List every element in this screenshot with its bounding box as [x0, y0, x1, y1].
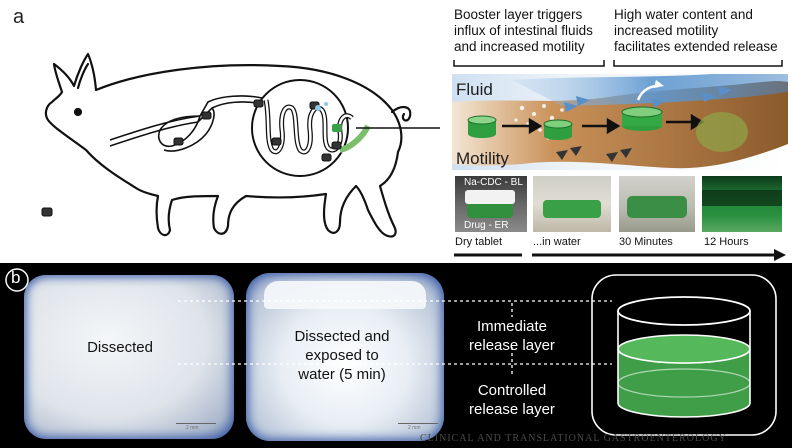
- label-na-cdc: Na-CDC - BL: [464, 177, 523, 188]
- photo-dry-tablet: [455, 176, 527, 232]
- caption-booster: Booster layer triggers influx of intesti…: [454, 7, 593, 54]
- layer-guide-lines: [178, 300, 612, 377]
- label-drug-er: Drug - ER: [464, 220, 509, 231]
- photo-exposed-tablet: [246, 273, 444, 441]
- fluid-motility-illustration: [452, 74, 788, 170]
- fluid-label: Fluid: [456, 80, 493, 99]
- caption-release: High water content and increased motilit…: [614, 7, 778, 54]
- label-dissected: Dissected: [87, 339, 153, 356]
- timeline-arrow: [454, 249, 786, 261]
- photo-12-hours: [702, 176, 782, 232]
- timeline-12-hours: 12 Hours: [704, 236, 749, 248]
- swelling-tablets: [467, 106, 748, 152]
- tract-tablets: [41, 99, 342, 217]
- panel-a: a: [13, 6, 788, 261]
- label-exposed: Dissected and exposed to water (5 min): [294, 328, 390, 383]
- journal-credit: CLINICAL AND TRANSLATIONAL GASTROENTEROL…: [420, 433, 727, 444]
- motility-label: Motility: [456, 149, 509, 168]
- photo-dissected-tablet: [24, 275, 234, 439]
- timeline-in-water: ...in water: [533, 236, 581, 248]
- photo-30-minutes: [619, 176, 695, 232]
- pig-outline: [44, 52, 403, 238]
- panel-b-letter-circle: [5, 268, 29, 292]
- gut-tube: [452, 81, 788, 169]
- photo-in-water: [533, 176, 611, 232]
- panel-b: b Dissected 2 mm Dissected and exposed t…: [0, 263, 792, 448]
- label-immediate-release: Immediate release layer: [469, 318, 555, 354]
- caption-brackets: [453, 60, 783, 67]
- panel-a-letter: a: [13, 6, 25, 28]
- scale-label-2: 2 mm: [408, 425, 421, 431]
- pig-gi-tract-diagram: [41, 52, 440, 238]
- panel-b-letter: b: [11, 268, 21, 287]
- timeline-dry-tablet: Dry tablet: [455, 236, 503, 248]
- label-controlled-release: Controlled release layer: [469, 382, 555, 418]
- stomach: [157, 115, 202, 148]
- bilayer-tablet-schematic: [591, 274, 777, 436]
- magnifier-circle: [251, 79, 349, 177]
- scale-label-1: 2 mm: [186, 425, 199, 431]
- timeline-30-minutes: 30 Minutes: [619, 236, 673, 248]
